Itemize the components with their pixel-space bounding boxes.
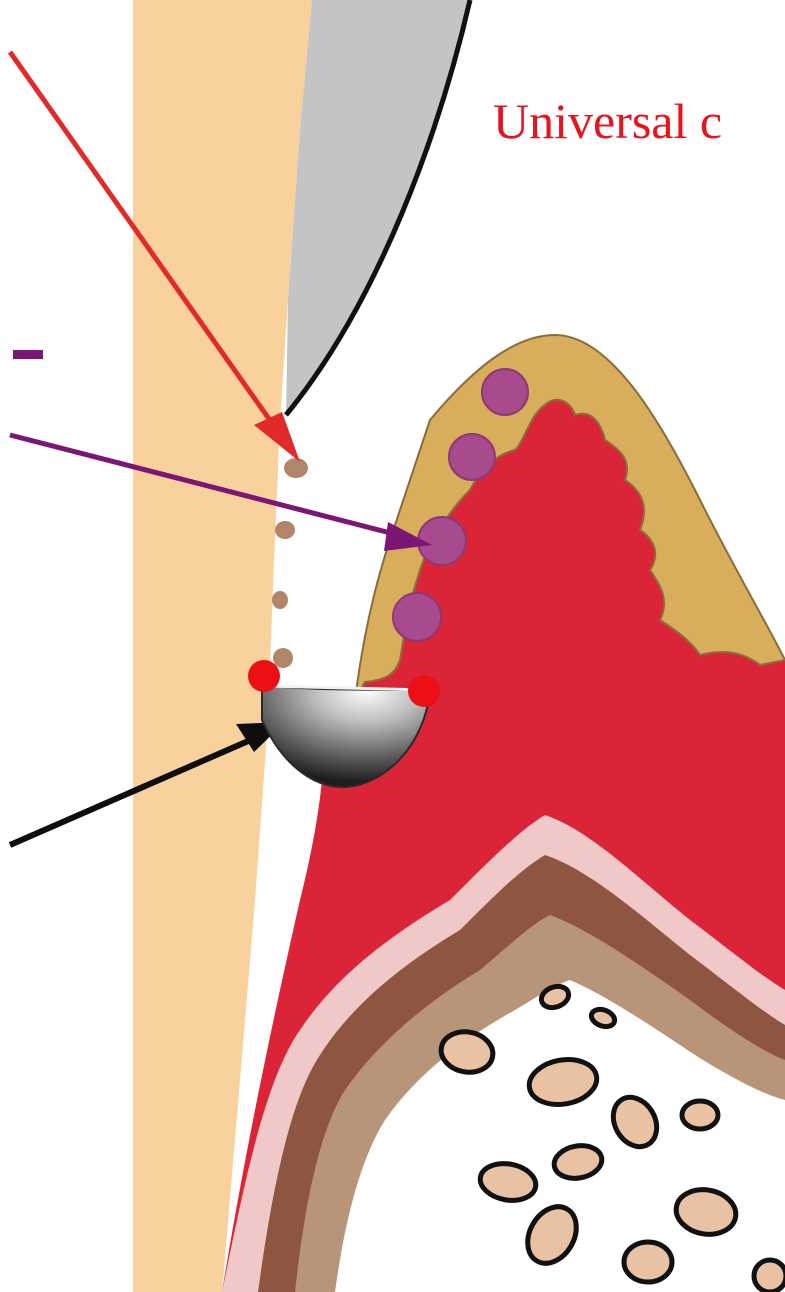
inflammatory-cell xyxy=(482,369,528,415)
calculus-deposit xyxy=(272,591,288,609)
marrow-space xyxy=(754,1260,785,1292)
calculus-deposit xyxy=(275,521,295,539)
marrow-space xyxy=(624,1242,672,1282)
enamel-crown xyxy=(286,0,470,415)
calculus-deposits xyxy=(272,458,308,668)
inflammatory-cell xyxy=(393,593,441,641)
calculus-deposit xyxy=(273,648,293,668)
calculus-deposit xyxy=(284,458,308,478)
diagram-caption: Universal c xyxy=(493,96,722,146)
cutting-edge-marker-left xyxy=(248,660,280,692)
cutting-edge-marker-right xyxy=(408,675,440,707)
inflammatory-cell xyxy=(418,517,466,565)
inflammatory-cell xyxy=(449,434,495,480)
purple-legend-dash xyxy=(13,350,43,359)
marrow-space xyxy=(682,1101,718,1129)
